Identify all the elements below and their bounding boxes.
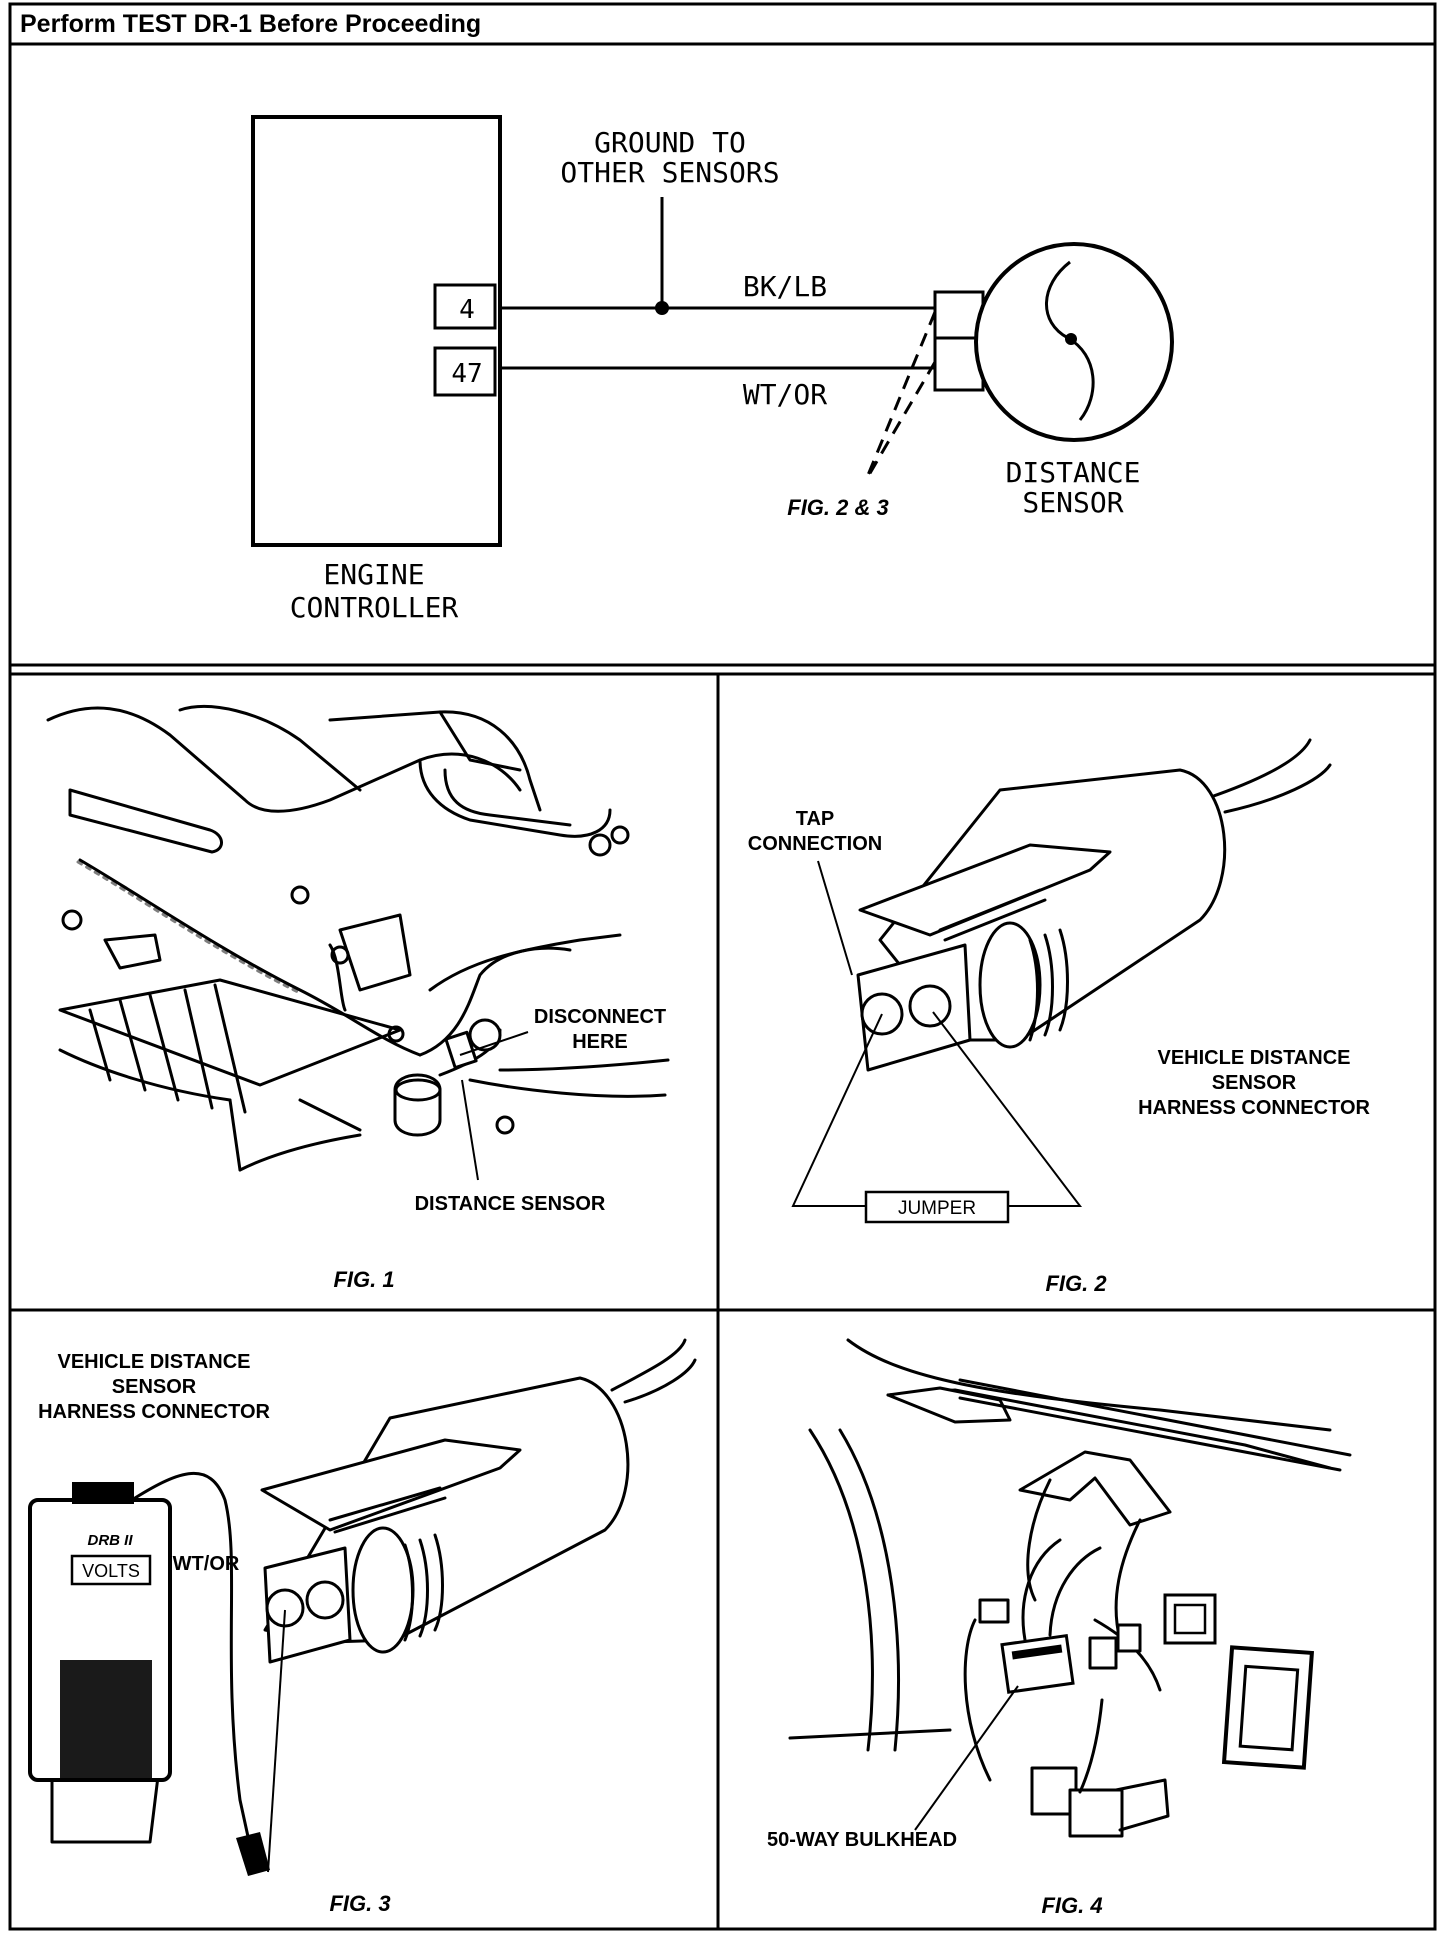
fig-ref-label: FIG. 2 & 3 — [787, 495, 888, 520]
pin-4-box — [433, 283, 497, 330]
controller-label-line1: ENGINE — [323, 558, 424, 591]
fig1-disconnect-line2: HERE — [572, 1031, 628, 1053]
pin-4-label: 4 — [459, 295, 475, 325]
fig2-tap-line1: TAP — [796, 808, 835, 830]
wire-bottom-label: WT/OR — [743, 378, 827, 411]
sensor-label-line2: SENSOR — [1022, 486, 1123, 519]
fig2-connector-line3: HARNESS CONNECTOR — [1138, 1097, 1370, 1119]
wiring-schematic: 4 47 GROUND TO OTHER SENSORS BK/LB WT/OR… — [251, 115, 1174, 624]
fig3-connector-line1: VEHICLE DISTANCE — [58, 1351, 251, 1373]
fig4-caption: FIG. 4 — [1041, 1893, 1102, 1918]
pin-47-box — [433, 346, 497, 397]
fig2-connector-line2: SENSOR — [1212, 1072, 1297, 1094]
fig3-connector-line2: SENSOR — [112, 1376, 197, 1398]
fig4-bulkhead-connector — [1000, 1633, 1075, 1694]
fig3-tester-top-connector — [72, 1482, 134, 1504]
ground-label-line2: OTHER SENSORS — [560, 156, 779, 189]
fig3-tester-display — [70, 1554, 152, 1586]
sensor-rotor-dot — [1065, 333, 1077, 345]
fig3-probe-tip — [236, 1832, 270, 1876]
controller-label-line2: CONTROLLER — [290, 591, 459, 624]
pin-47-label: 47 — [451, 359, 482, 389]
fig3-tester-mode: VOLTS — [82, 1561, 140, 1581]
fig2-tap-line2: CONNECTION — [748, 833, 882, 855]
fig2-connector-line1: VEHICLE DISTANCE — [1158, 1047, 1351, 1069]
fig3-wire-label: WT/OR — [173, 1553, 240, 1575]
sensor-label-line1: DISTANCE — [1006, 456, 1141, 489]
fig4-bulkhead-label: 50-WAY BULKHEAD — [767, 1829, 957, 1851]
sheet-frame — [8, 2, 1437, 1931]
fig1-disconnect-line1: DISCONNECT — [534, 1006, 666, 1028]
fig3-tester-brand: DRB II — [88, 1532, 134, 1549]
fig4-bulkhead-illustration — [788, 1338, 1352, 1838]
engine-controller-box — [251, 115, 502, 547]
fig3-tester-keypad — [60, 1660, 152, 1778]
ground-splice-dot — [655, 301, 669, 315]
fig1-engine-illustration — [46, 705, 670, 1181]
fig3-connector-line3: HARNESS CONNECTOR — [38, 1401, 270, 1423]
fig-ref-leader-2 — [864, 361, 937, 481]
fig3-connector-illustration — [28, 1338, 697, 1876]
fig-ref-leader-1 — [864, 311, 937, 481]
wire-top-label: BK/LB — [743, 270, 827, 303]
fig2-connector-illustration — [791, 738, 1332, 1224]
header-title: Perform TEST DR-1 Before Proceeding — [20, 10, 481, 38]
fig1-sensor-label: DISTANCE SENSOR — [415, 1193, 606, 1215]
fig2-jumper-label: JUMPER — [898, 1198, 976, 1219]
fig3-caption: FIG. 3 — [329, 1891, 390, 1916]
fig1-caption: FIG. 1 — [333, 1267, 394, 1292]
fig2-caption: FIG. 2 — [1045, 1271, 1107, 1296]
fig2-jumper-box — [864, 1190, 1010, 1224]
ground-label-line1: GROUND TO — [594, 126, 746, 159]
